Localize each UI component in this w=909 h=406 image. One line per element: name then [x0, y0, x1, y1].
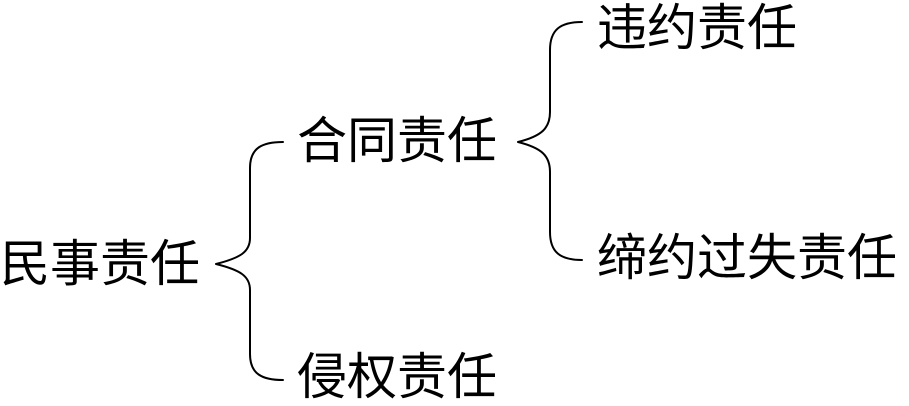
node-tort-liability: 侵权责任 [297, 348, 497, 406]
brace-contract [517, 21, 583, 261]
node-civil-liability: 民事责任 [0, 235, 200, 293]
node-culpa-in-contrahendo: 缔约过失责任 [597, 229, 897, 287]
brace-root [215, 141, 284, 381]
node-contract-liability: 合同责任 [297, 112, 497, 170]
node-breach-liability: 违约责任 [597, 0, 797, 57]
